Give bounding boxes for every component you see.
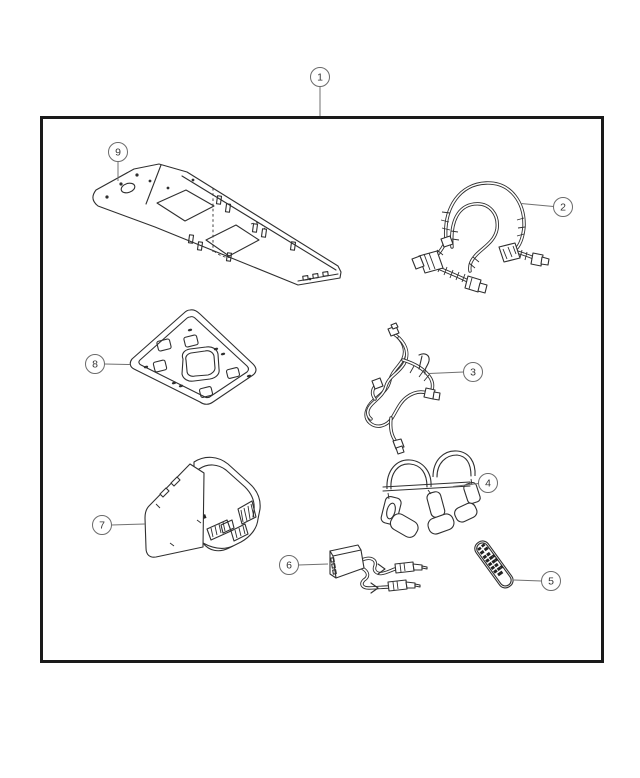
callout-4-number: 4: [485, 478, 491, 490]
callouts: 1 9 2 8 3 7 4: [85, 67, 573, 591]
part-4-headphones-drawing: [380, 450, 481, 538]
callout-1: 1: [310, 67, 330, 116]
callout-8-number: 8: [92, 359, 98, 371]
callout-5-number: 5: [548, 576, 554, 588]
callout-9: 9: [108, 142, 128, 181]
callout-3-circle: [463, 362, 483, 382]
callout-2: 2: [520, 197, 573, 217]
callout-5-circle: [541, 571, 561, 591]
callout-9-number: 9: [115, 147, 121, 159]
callout-3-number: 3: [470, 367, 476, 379]
callout-2-number: 2: [560, 202, 566, 214]
part-7-overhead-console-drawing: [144, 456, 261, 558]
callout-9-circle: [108, 142, 128, 162]
callout-7-number: 7: [99, 520, 105, 532]
callout-6: 6: [279, 555, 329, 575]
callout-1-number: 1: [317, 72, 323, 84]
part-5-remote-control-drawing: [474, 540, 514, 589]
part-6-av-adapter-drawing: [329, 544, 428, 594]
callout-2-circle: [553, 197, 573, 217]
callout-3: 3: [428, 362, 483, 382]
part-9-mounting-bracket-drawing: [92, 163, 342, 286]
callout-7: 7: [92, 515, 146, 535]
callout-4-circle: [478, 473, 498, 493]
callout-6-number: 6: [286, 560, 292, 572]
part-8-bezel-plate-drawing: [129, 309, 257, 405]
part-3-wiring-harness-drawing: [364, 322, 441, 455]
callout-5: 5: [513, 571, 561, 591]
part-2-wiring-harness-drawing: [411, 181, 550, 294]
callout-7-circle: [92, 515, 112, 535]
callout-1-circle: [310, 67, 330, 87]
callout-4: 4: [452, 473, 498, 493]
callout-8: 8: [85, 354, 131, 374]
callout-6-circle: [279, 555, 299, 575]
callout-8-circle: [85, 354, 105, 374]
